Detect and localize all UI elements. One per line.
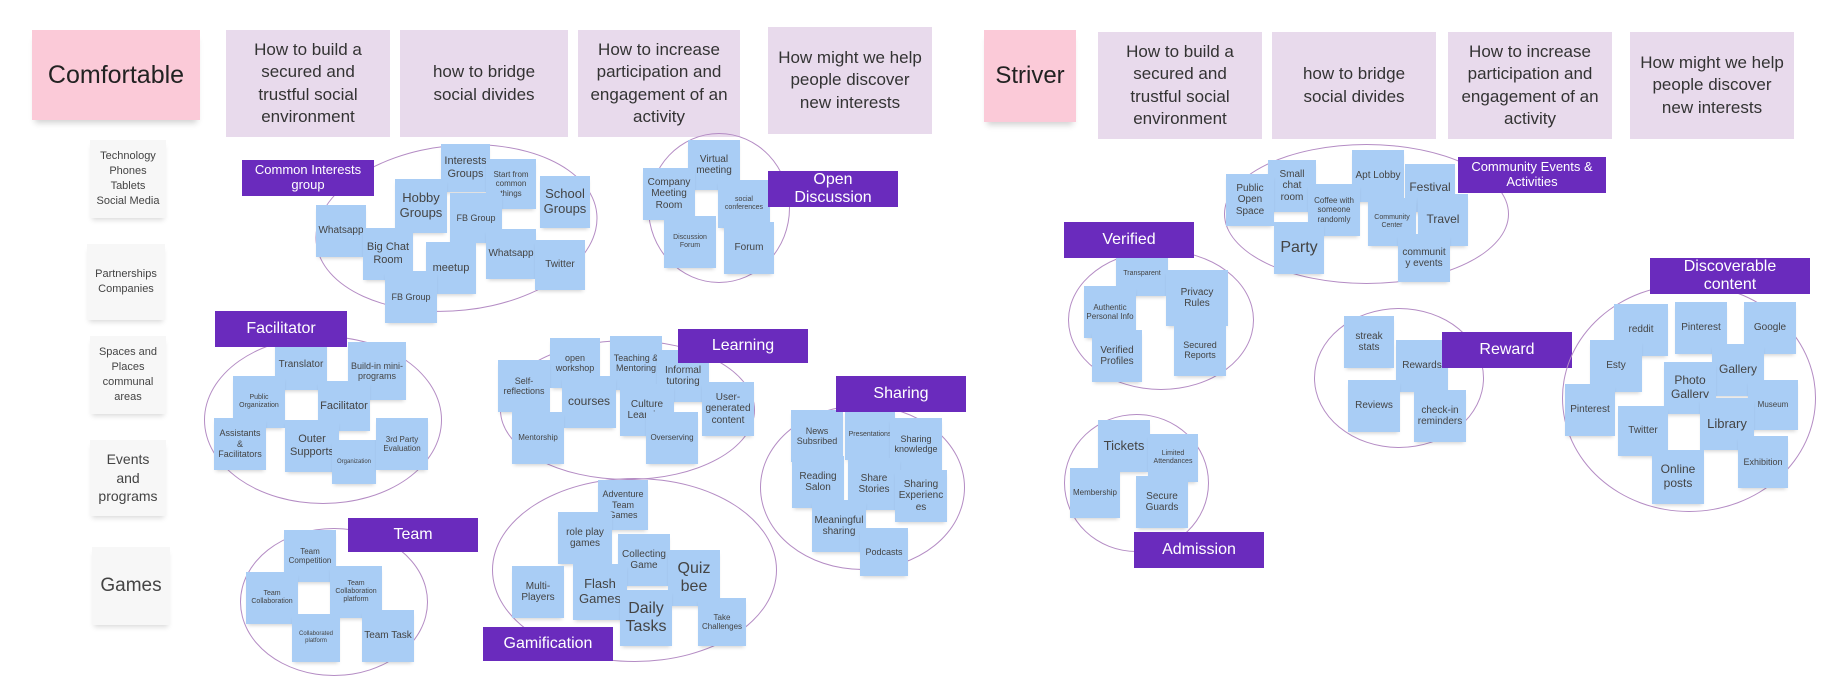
sticky-note[interactable]: Self-reflections [498,360,550,412]
sticky-note[interactable]: Membership [1070,468,1120,518]
sticky-note[interactable]: News Subsribed [791,410,843,462]
sticky-note[interactable]: Outer Supports [285,420,339,472]
sticky-note[interactable]: Esty [1590,340,1642,392]
sticky-note[interactable]: Limited Attendances [1148,434,1198,482]
sticky-note[interactable]: Tickets [1098,420,1150,472]
sticky-note[interactable]: Forum [724,222,774,274]
sticky-note[interactable]: Flash Games [573,564,627,620]
sticky-note[interactable]: Whatsapp [316,205,366,257]
sticky-note[interactable]: Interests Groups [441,144,490,192]
sticky-note[interactable]: Hobby Groups [395,179,447,233]
sticky-note[interactable]: Privacy Rules [1166,270,1228,326]
persona-comfortable[interactable]: Comfortable [32,30,200,120]
cluster-label-team[interactable]: Team [348,518,478,552]
sticky-note[interactable]: User-generated content [702,382,754,436]
sticky-note[interactable]: role play games [558,512,612,564]
cluster-outline-gamification [492,478,777,662]
sticky-note[interactable]: Apt Lobby [1352,150,1404,202]
cluster-outline-reward [1314,308,1484,448]
sticky-note[interactable]: 3rd Party Evaluation [376,418,428,470]
cluster-label-common-interests[interactable]: Common Interests group [242,160,374,196]
sticky-note[interactable]: Collaborated platform [292,614,340,662]
sticky-note[interactable]: Mentorship [512,412,564,464]
category-technology[interactable]: Technology Phones Tablets Social Media [90,140,166,218]
persona-striver[interactable]: Striver [984,30,1076,122]
sticky-note[interactable]: Podcasts [860,528,908,576]
sticky-note[interactable]: Multi-Players [512,566,564,618]
sticky-note[interactable]: Quiz bee [668,550,720,606]
sticky-note[interactable]: Authentic Personal Info [1084,286,1136,338]
sticky-note[interactable]: Reading Salon [792,456,844,508]
question-card-discover[interactable]: How might we help people discover new in… [1630,32,1794,139]
cluster-outline-team [240,528,428,676]
sticky-note[interactable]: Exhibition [1738,436,1788,488]
sticky-note[interactable]: Photo Gallery [1664,362,1716,414]
sticky-note[interactable]: Virtual meeting [688,140,740,190]
sticky-note[interactable]: Daily Tasks [620,590,672,646]
sticky-note[interactable]: Adventure Team Games [598,480,648,530]
sticky-note[interactable]: Online posts [1652,450,1704,504]
sticky-note[interactable]: Take Challenges [698,598,746,646]
sticky-note[interactable]: Facilitator [318,381,370,431]
sticky-note[interactable]: Team Collaboration platform [330,566,382,618]
category-partnerships[interactable]: Partnerships Companies [87,244,165,320]
sticky-note[interactable]: Whatsapp [486,229,536,279]
question-card-participation[interactable]: How to increase participation and engage… [1448,32,1612,139]
sticky-note[interactable]: Party [1274,222,1324,274]
cluster-label-admission[interactable]: Admission [1134,532,1264,568]
question-card-discover[interactable]: How might we help people discover new in… [768,27,932,134]
question-card-social-divides[interactable]: how to bridge social divides [1272,32,1436,139]
category-games[interactable]: Games [92,547,170,625]
sticky-note[interactable]: School Groups [540,176,590,228]
sticky-note[interactable]: Overserving [646,412,698,464]
cluster-outline-community-events [1224,144,1509,284]
sticky-note[interactable]: FB Group [385,271,437,323]
cluster-label-facilitator[interactable]: Facilitator [215,311,347,347]
cluster-label-discoverable[interactable]: Discoverable content [1650,258,1810,294]
sticky-note[interactable]: courses [562,376,616,428]
sticky-note[interactable]: Assistants & Facilitators [214,418,266,470]
sticky-note[interactable]: Organization [332,440,376,484]
category-spaces[interactable]: Spaces and Places communal areas [90,336,166,414]
question-card-trust[interactable]: How to build a secured and trustful soci… [1098,32,1262,139]
sticky-note[interactable]: Team Collaboration [246,572,298,624]
sticky-note[interactable]: Meaningful sharing [812,500,866,552]
sticky-note[interactable]: Pinterest [1565,384,1615,436]
sticky-note[interactable]: streak stats [1344,316,1394,368]
sticky-note[interactable]: Museum [1748,380,1798,430]
sticky-note[interactable]: Secure Guards [1136,476,1188,528]
cluster-label-community-events[interactable]: Community Events & Activities [1458,157,1606,193]
sticky-note[interactable]: Company Meeting Room [643,168,695,220]
sticky-note[interactable]: Twitter [1618,406,1668,456]
sticky-note[interactable]: Twitter [535,240,585,290]
cluster-label-gamification[interactable]: Gamification [483,627,613,661]
category-events[interactable]: Events and programs [90,440,166,516]
cluster-label-learning[interactable]: Learning [678,329,808,363]
sticky-note[interactable]: Verified Profiles [1092,330,1142,382]
sticky-note[interactable]: Sharing Experiences [895,470,947,522]
cluster-label-open-discussion[interactable]: Open Discussion [768,171,898,207]
sticky-note[interactable]: Secured Reports [1174,324,1226,376]
cluster-label-sharing[interactable]: Sharing [836,376,966,412]
sticky-note[interactable]: Team Task [362,610,414,662]
question-card-participation[interactable]: How to increase participation and engage… [578,30,740,137]
sticky-note[interactable]: community events [1398,234,1450,282]
question-card-social-divides[interactable]: how to bridge social divides [400,30,568,137]
sticky-note[interactable]: Discussion Forum [664,216,716,268]
cluster-label-verified[interactable]: Verified [1064,222,1194,258]
cluster-label-reward[interactable]: Reward [1442,332,1572,368]
sticky-note[interactable]: social conferences [718,180,770,228]
sticky-note[interactable]: Reviews [1348,380,1400,432]
sticky-note[interactable]: check-in reminders [1414,390,1466,442]
sticky-note[interactable]: Presentations [845,410,895,460]
sticky-note[interactable]: Rewards [1396,340,1448,392]
question-card-trust[interactable]: How to build a secured and trustful soci… [226,30,390,137]
sticky-note[interactable]: Teaching & Mentoring [610,336,662,390]
sticky-note[interactable]: Public Open Space [1226,174,1274,226]
